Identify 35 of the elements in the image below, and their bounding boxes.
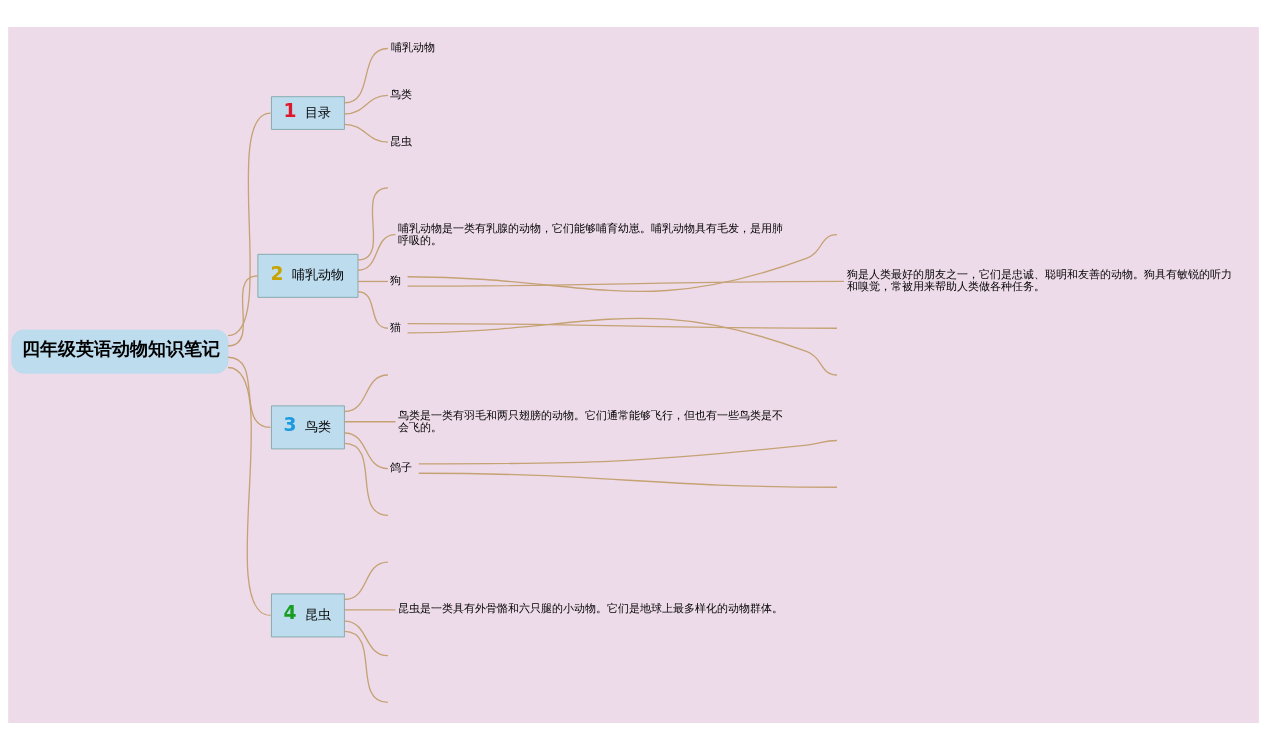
connector [227, 275, 259, 347]
connector [406, 322, 838, 329]
node-text: 昆虫是一类具有外骨骼和六只腿的小动物。它们是地球上最多样化的动物群体。 [398, 602, 784, 616]
connector [343, 561, 389, 601]
connector [343, 609, 397, 611]
connector [343, 432, 389, 470]
node-text: 鸽子 [389, 461, 412, 475]
node-text: 狗是人类最好的朋友之一，它们是忠诚、聪明和友善的动物。狗具有敏锐的听力和嗅觉，常被用来帮助人类做各种任务。 [846, 268, 1232, 294]
connector [357, 187, 389, 261]
connector [343, 374, 389, 413]
connector [227, 112, 272, 337]
connector [406, 317, 838, 376]
connector [343, 94, 389, 115]
node-text: 哺乳动物 [390, 40, 435, 54]
node-text: 哺乳动物是一类有乳腺的动物，它们能够哺育幼崽。哺乳动物具有毛发，是用肺呼吸的。 [398, 221, 784, 247]
connector [357, 280, 389, 283]
connector [343, 630, 389, 704]
connector [343, 123, 389, 143]
connector [418, 472, 838, 488]
connector [406, 280, 845, 287]
connector [227, 366, 272, 617]
node-text: 鸟类是一类有羽毛和两只翅膀的动物。它们通常能够飞行，但也有一些鸟类是不会飞的。 [398, 408, 784, 434]
node-text: 猫 [389, 321, 401, 335]
node-text: 鸟类 [389, 87, 412, 101]
node-text: 昆虫 [389, 134, 412, 148]
node-text: 狗 [389, 274, 401, 288]
connector [343, 421, 397, 423]
connector [343, 47, 389, 104]
connector [343, 620, 389, 657]
connector [227, 356, 272, 429]
connector [357, 234, 397, 271]
connector [406, 234, 838, 293]
connector [343, 442, 389, 516]
connector [357, 291, 389, 329]
connector [418, 439, 838, 465]
